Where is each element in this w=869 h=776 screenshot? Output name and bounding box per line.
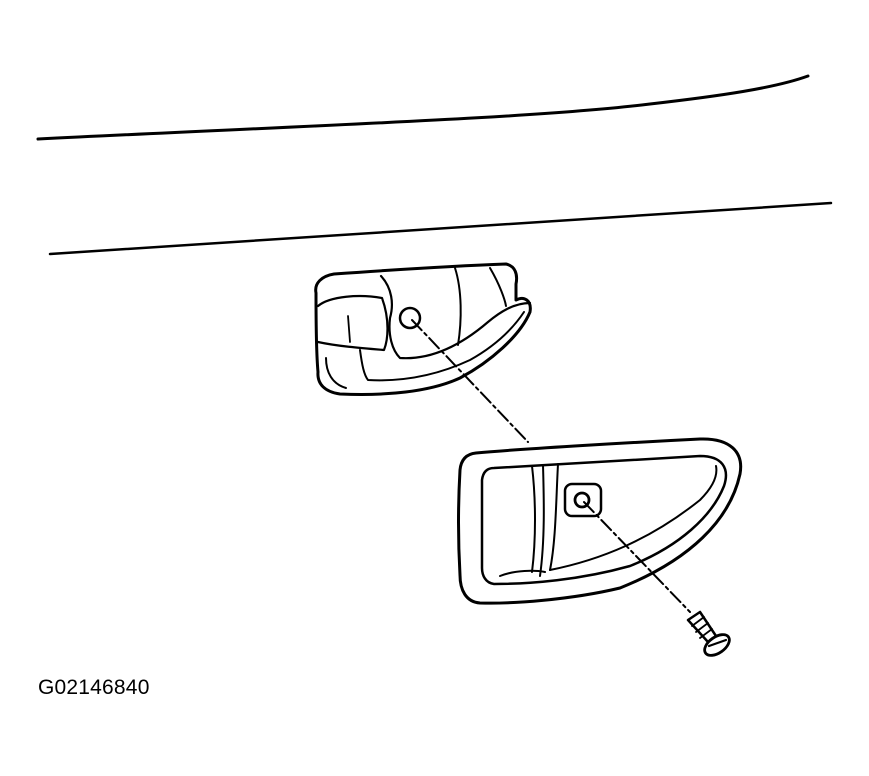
screw-icon bbox=[686, 610, 731, 657]
alignment-leader-lines bbox=[411, 319, 691, 613]
door-panel-lines-icon bbox=[36, 74, 833, 256]
door-handle-lever-icon bbox=[314, 262, 532, 396]
figure-reference-code: G02146840 bbox=[38, 676, 150, 699]
handle-bezel-icon bbox=[457, 437, 743, 605]
